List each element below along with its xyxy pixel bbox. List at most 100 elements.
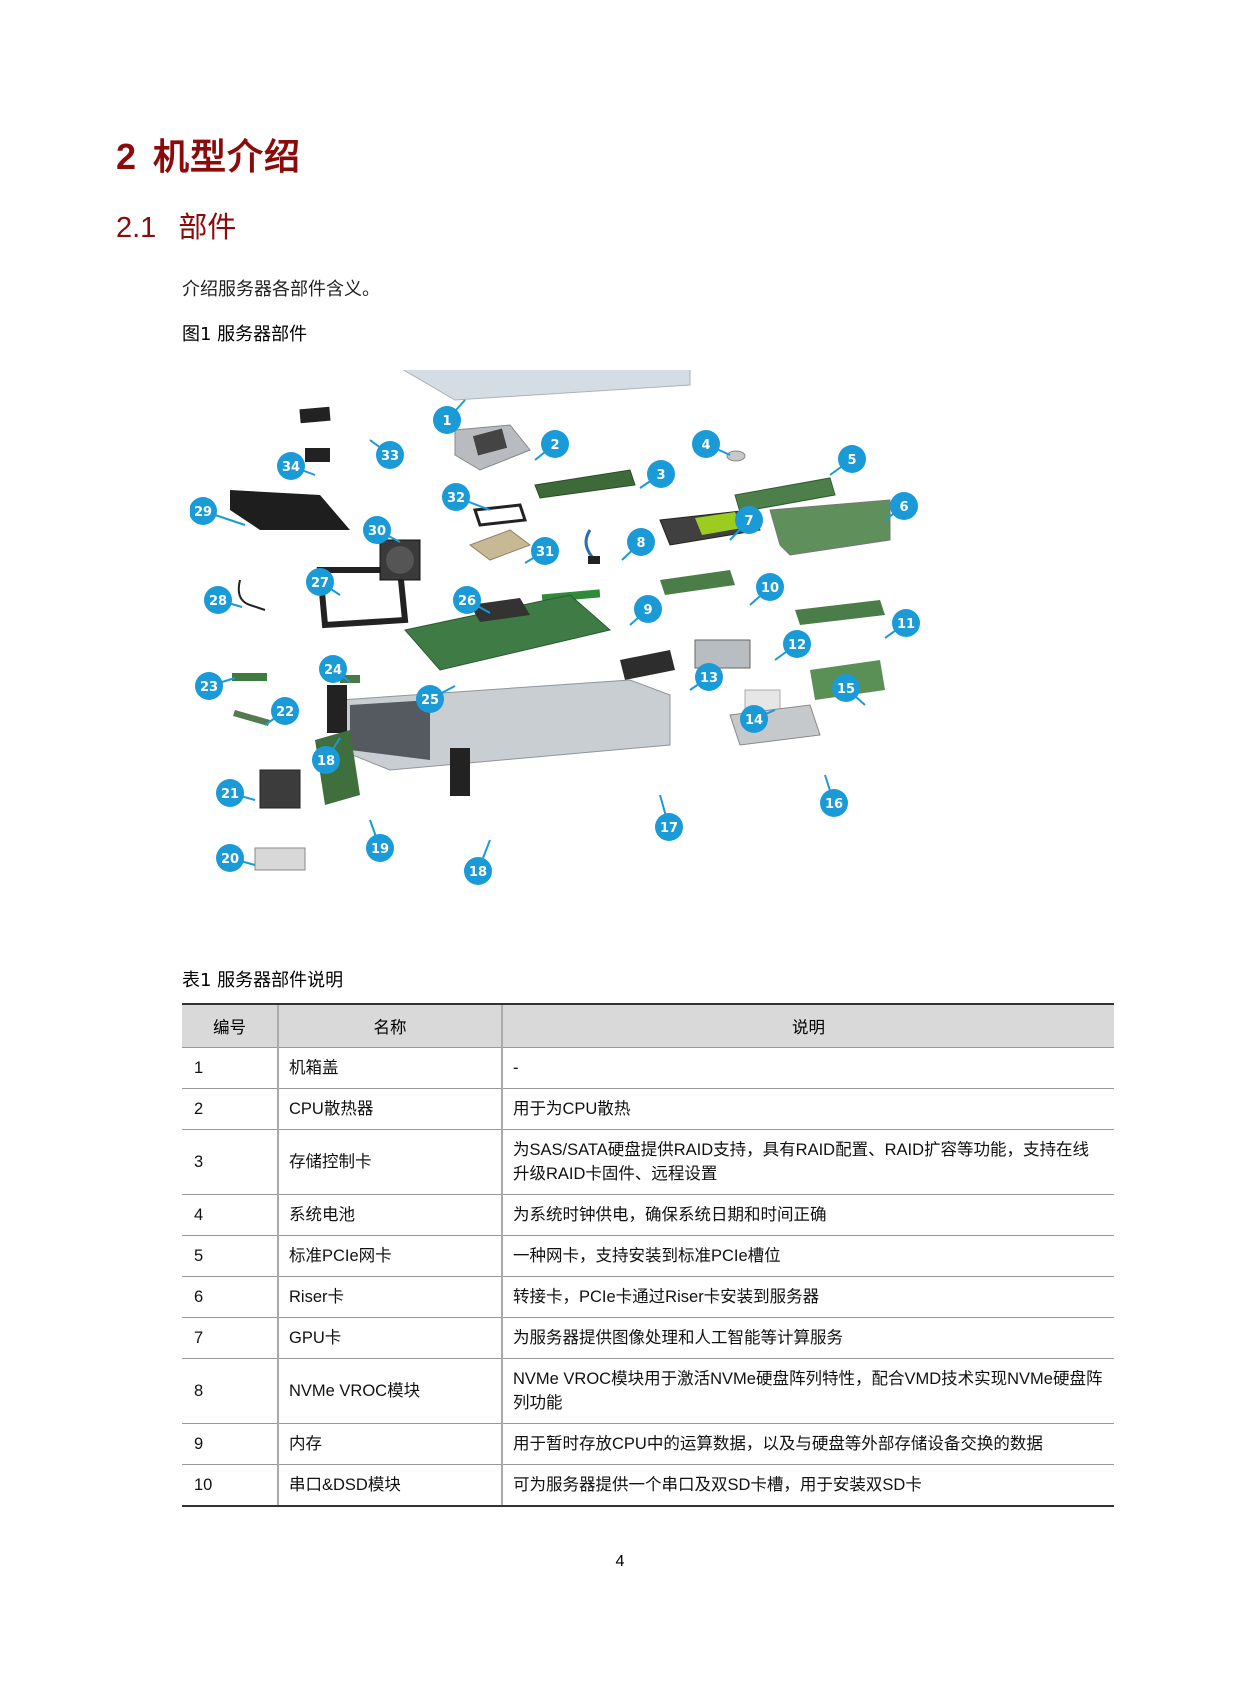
- callout-marker: 18: [464, 839, 492, 885]
- cell-name: 内存: [277, 1423, 502, 1465]
- svg-text:24: 24: [324, 663, 342, 678]
- svg-text:7: 7: [744, 514, 753, 529]
- svg-text:23: 23: [200, 680, 218, 695]
- svg-text:14: 14: [745, 713, 763, 728]
- svg-text:12: 12: [788, 638, 806, 653]
- svg-text:22: 22: [276, 705, 294, 720]
- callout-marker: 13: [689, 663, 723, 691]
- cell-name: Riser卡: [277, 1276, 502, 1318]
- callout-marker: 32: [442, 483, 491, 511]
- callout-marker: 2: [534, 430, 569, 461]
- svg-text:13: 13: [700, 671, 718, 686]
- exploded-view-illustration: 1234567891011121314151617181819202122232…: [190, 370, 920, 885]
- callout-marker: 29: [190, 497, 246, 526]
- svg-text:30: 30: [368, 524, 386, 539]
- svg-text:21: 21: [221, 787, 239, 802]
- cell-id: 8: [182, 1358, 278, 1424]
- svg-text:4: 4: [701, 438, 710, 453]
- cell-description: 转接卡，PCIe卡通过Riser卡安装到服务器: [501, 1276, 1114, 1318]
- part-24: [340, 675, 360, 683]
- supercap-holder-part: [305, 448, 330, 462]
- svg-text:28: 28: [209, 594, 227, 609]
- svg-text:15: 15: [837, 682, 855, 697]
- column-header-description: 说明: [501, 1003, 1114, 1048]
- cell-description: -: [501, 1047, 1114, 1089]
- riser-card-part: [769, 499, 891, 556]
- cell-description: 用于为CPU散热: [501, 1088, 1114, 1130]
- callout-marker: 28: [204, 586, 243, 614]
- cell-id: 2: [182, 1088, 278, 1130]
- cell-id: 6: [182, 1276, 278, 1318]
- svg-text:18: 18: [469, 865, 487, 880]
- cell-name: GPU卡: [277, 1317, 502, 1359]
- cell-name: 存储控制卡: [277, 1129, 502, 1195]
- column-header-id: 编号: [182, 1003, 278, 1048]
- callout-marker: 19: [366, 819, 394, 862]
- callout-marker: 11: [884, 609, 920, 639]
- callout-marker: 4: [692, 430, 731, 458]
- drive-part: [259, 769, 301, 809]
- table-header-row: 编号 名称 说明: [182, 1003, 1114, 1048]
- callout-marker: 24: [319, 655, 351, 683]
- svg-text:17: 17: [660, 821, 678, 836]
- cell-description: 可为服务器提供一个串口及双SD卡槽，用于安装双SD卡: [501, 1464, 1114, 1507]
- callout-marker: 12: [774, 630, 811, 661]
- system-battery-part: [726, 450, 746, 462]
- callout-marker: 16: [820, 774, 848, 817]
- svg-text:25: 25: [421, 693, 439, 708]
- part-11: [795, 600, 885, 625]
- svg-text:29: 29: [194, 505, 212, 520]
- cell-description: NVMe VROC模块用于激活NVMe硬盘阵列特性，配合VMD技术实现NVMe硬…: [501, 1358, 1114, 1424]
- cell-name: 机箱盖: [277, 1047, 502, 1089]
- cell-id: 7: [182, 1317, 278, 1359]
- figure-caption: 图1 服务器部件: [182, 324, 308, 345]
- svg-text:26: 26: [458, 594, 476, 609]
- callout-marker: 17: [655, 794, 683, 841]
- svg-text:27: 27: [311, 576, 329, 591]
- part-13: [620, 650, 675, 680]
- cpu-part: [468, 529, 532, 561]
- callout-marker: 27: [306, 568, 341, 596]
- cell-name: CPU散热器: [277, 1088, 502, 1130]
- cell-description: 为SAS/SATA硬盘提供RAID支持，具有RAID配置、RAID扩容等功能，支…: [501, 1129, 1114, 1195]
- part-12: [694, 639, 751, 669]
- chassis-cover-part: [402, 370, 691, 401]
- mounting-ear-part: [327, 685, 347, 733]
- callout-marker: 34: [277, 452, 316, 480]
- cell-name: 串口&DSD模块: [277, 1464, 502, 1507]
- callout-marker: 18: [312, 737, 341, 774]
- svg-text:1: 1: [442, 414, 451, 429]
- cell-id: 4: [182, 1194, 278, 1236]
- column-header-name: 名称: [277, 1003, 502, 1048]
- callout-marker: 9: [629, 595, 662, 626]
- callout-marker: 7: [729, 506, 763, 541]
- section-title: 部件: [178, 210, 237, 244]
- fan-cage-part: [230, 490, 350, 530]
- storage-controller-part: [534, 469, 636, 499]
- svg-text:31: 31: [536, 545, 554, 560]
- callout-marker: 21: [216, 779, 256, 807]
- cell-id: 3: [182, 1129, 278, 1195]
- cell-name: NVMe VROC模块: [277, 1358, 502, 1424]
- svg-text:16: 16: [825, 797, 843, 812]
- cpu-retainer-part: [472, 503, 528, 527]
- callout-marker: 22: [264, 697, 299, 726]
- svg-text:3: 3: [656, 468, 665, 483]
- pcie-nic-part: [734, 477, 836, 513]
- nvme-vroc-part: [584, 529, 597, 562]
- svg-text:9: 9: [643, 603, 652, 618]
- air-duct-part: [316, 567, 409, 629]
- svg-text:10: 10: [761, 581, 779, 596]
- cell-name: 标准PCIe网卡: [277, 1235, 502, 1277]
- page-number: 4: [615, 1553, 625, 1570]
- cell-id: 10: [182, 1464, 278, 1507]
